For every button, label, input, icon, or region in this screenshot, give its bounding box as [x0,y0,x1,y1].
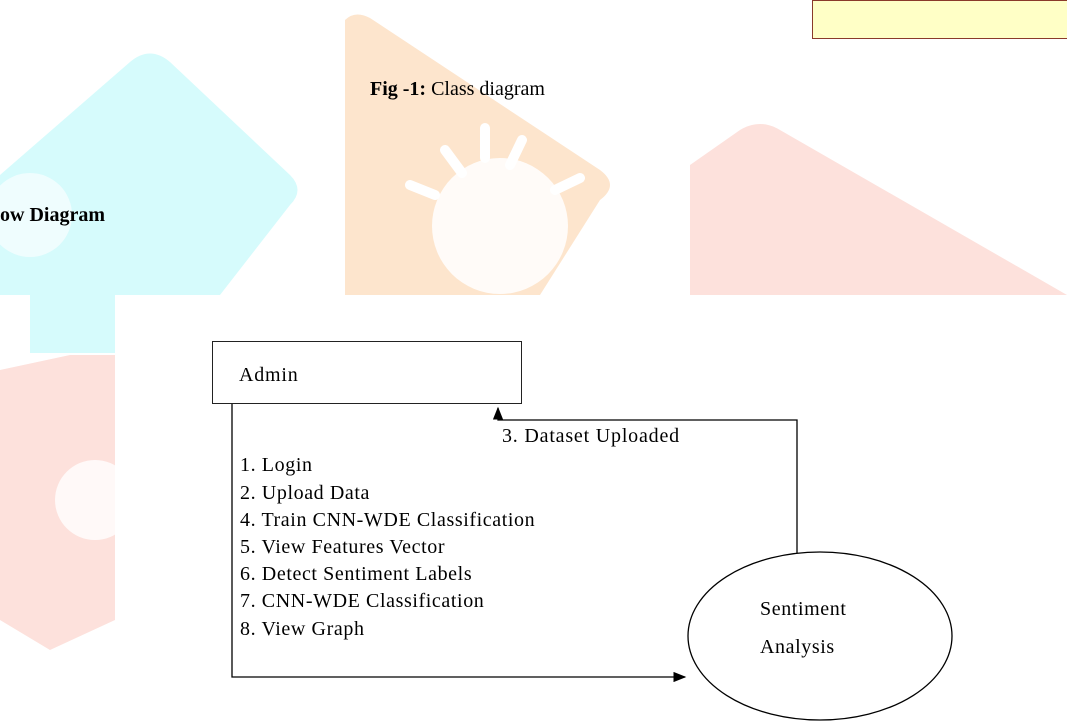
admin-box: Admin [212,341,522,404]
step-item: 7. CNN-WDE Classification [240,590,485,612]
top-box [812,0,1067,39]
admin-label: Admin [239,364,299,386]
caption-label: Fig -1: [370,78,427,100]
step-item: 5. View Features Vector [240,536,446,558]
step-item: 6. Detect Sentiment Labels [240,563,473,585]
step-item: 2. Upload Data [240,482,371,504]
caption-text: Class diagram [426,78,545,100]
figure-caption: Fig -1: Class diagram [370,78,545,101]
flow-line-sentiment-to-admin [492,406,798,574]
step-item: 1. Login [240,454,313,476]
flow-line-admin-to-sentiment [231,404,687,683]
step-item: 8. View Graph [240,618,365,640]
sentiment-label-line1: Sentiment [760,598,847,620]
sentiment-analysis-ellipse [687,551,953,721]
dataset-uploaded-label: 3. Dataset Uploaded [502,425,680,447]
sentiment-label-line2: Analysis [760,636,835,658]
step-item: 4. Train CNN-WDE Classification [240,509,536,531]
section-heading: ow Diagram [0,204,105,226]
